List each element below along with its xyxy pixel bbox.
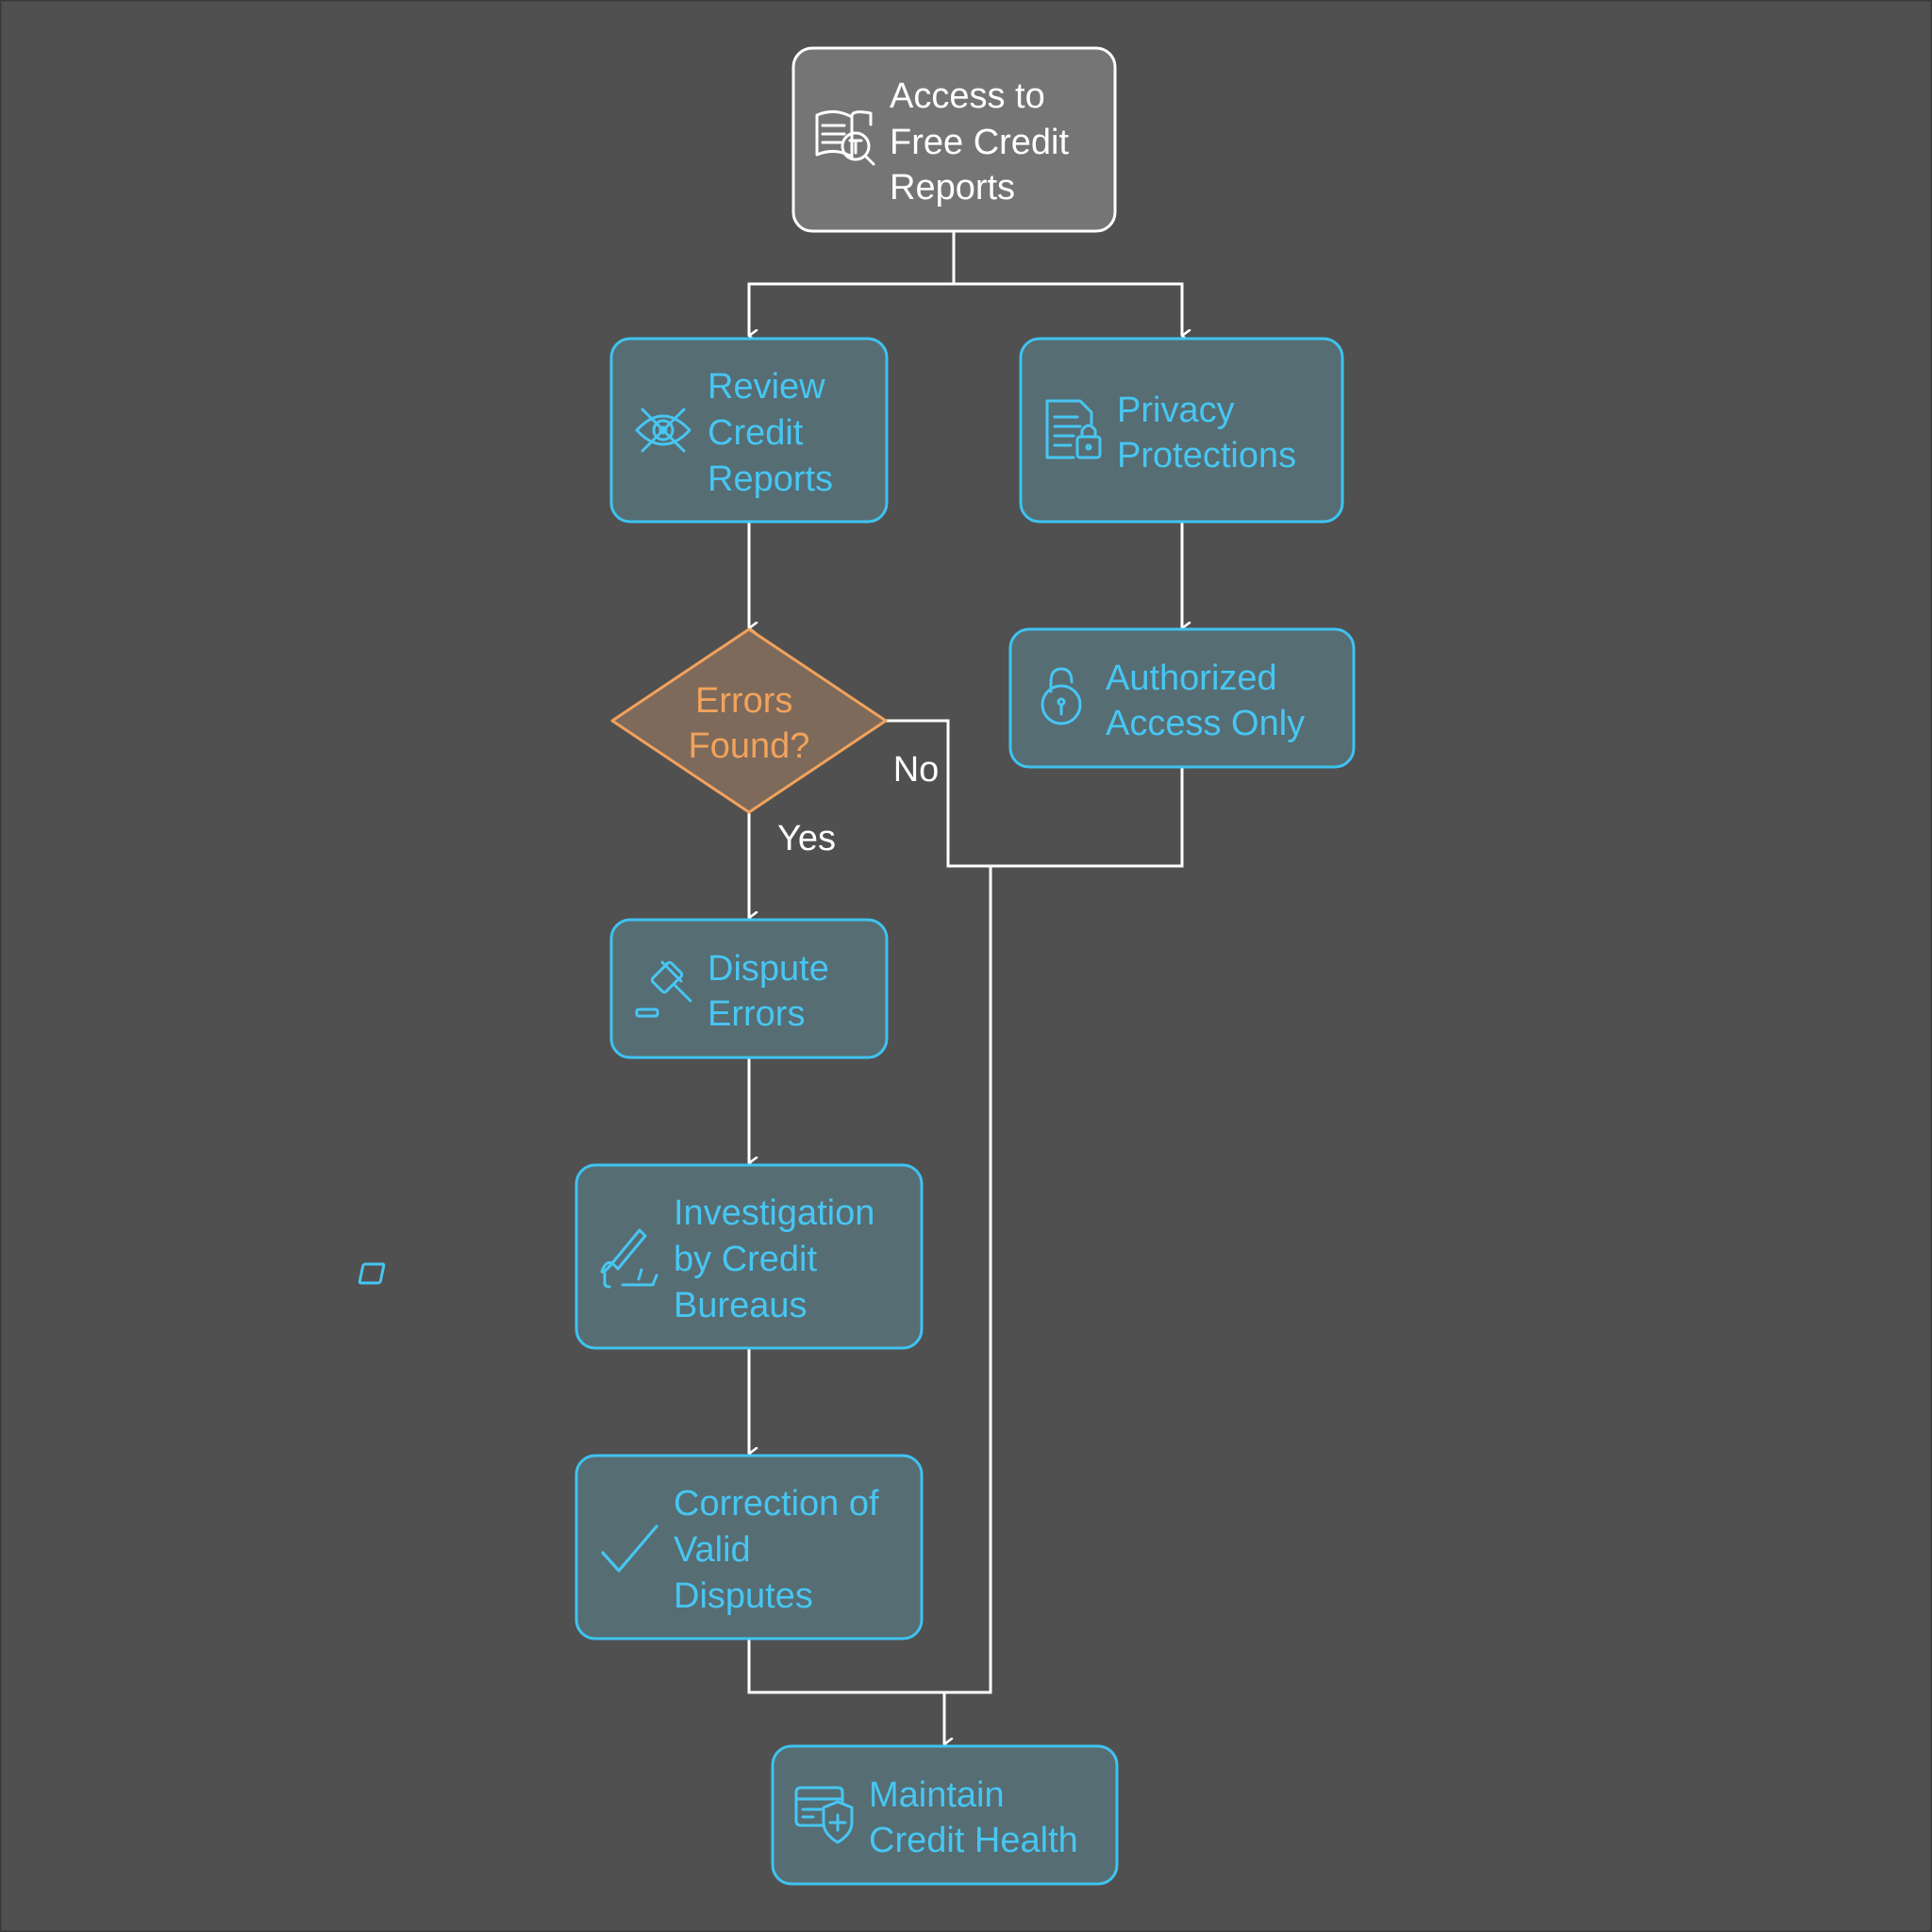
connectors bbox=[747, 231, 1184, 1744]
decision-errors-label: Errors Found? bbox=[689, 681, 810, 766]
edge-authorized-merge bbox=[991, 767, 1184, 868]
node-access-free-credit-reports: Access to Free Credit Reports bbox=[791, 46, 1117, 233]
book-search-icon bbox=[815, 110, 875, 166]
node-dispute-label: Dispute Errors bbox=[708, 949, 839, 1034]
node-authorized-access-only: Authorized Access Only bbox=[1008, 627, 1356, 769]
node-maintain-credit-health: Maintain Credit Health bbox=[771, 1744, 1119, 1886]
node-investigation-label: Investigation by Credit Bureaus bbox=[674, 1193, 885, 1325]
node-authorized-label: Authorized Access Only bbox=[1106, 658, 1305, 743]
decision-errors-found: Errors Found? bbox=[610, 627, 888, 814]
eye-icon bbox=[635, 408, 691, 453]
edge-no-trunk bbox=[944, 866, 992, 1694]
node-investigation: Investigation by Credit Bureaus bbox=[358, 1163, 924, 1350]
node-maintain-label: Maintain Credit Health bbox=[869, 1775, 1078, 1860]
card-shield-icon bbox=[794, 1786, 854, 1844]
node-privacy-label: Privacy Protections bbox=[1117, 391, 1296, 475]
edge-errors-no bbox=[886, 719, 991, 868]
checkmark-icon bbox=[601, 1524, 658, 1573]
padlock-icon bbox=[1041, 667, 1082, 725]
node-access-label: Access to Free Credit Reports bbox=[890, 76, 1079, 208]
document-lock-icon bbox=[1045, 399, 1102, 459]
edge-access-to-review bbox=[747, 282, 954, 336]
node-correction-label: Correction of Valid Disputes bbox=[674, 1484, 889, 1616]
gavel-icon bbox=[635, 960, 692, 1018]
node-privacy-protections: Privacy Protections bbox=[1019, 337, 1344, 524]
edge-label-yes: Yes bbox=[777, 819, 836, 858]
scalpel-icon bbox=[358, 1228, 658, 1289]
edge-correction-merge bbox=[747, 1639, 944, 1694]
node-review-credit-reports: Review Credit Reports bbox=[609, 337, 889, 524]
node-dispute-errors: Dispute Errors bbox=[609, 918, 889, 1059]
node-correction: Correction of Valid Disputes bbox=[575, 1454, 924, 1641]
node-review-label: Review Credit Reports bbox=[708, 367, 835, 499]
edge-access-to-privacy bbox=[954, 282, 1182, 336]
edge-label-no: No bbox=[893, 750, 940, 790]
